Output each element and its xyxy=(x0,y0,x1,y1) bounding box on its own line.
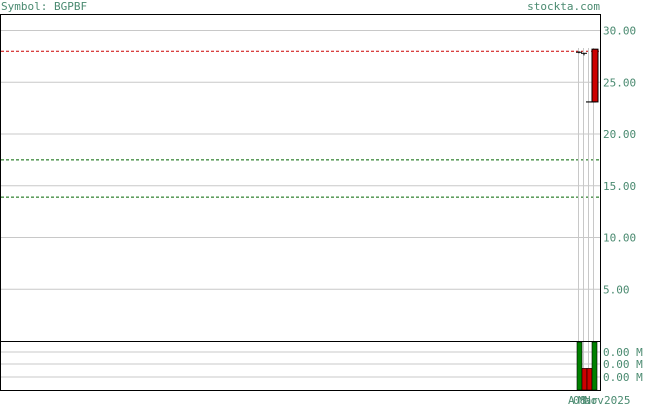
x-tick-label: 08 xyxy=(573,394,586,406)
price-panel-frame xyxy=(0,14,601,342)
price-tick-label: 30.00 xyxy=(603,25,636,38)
volume-bar xyxy=(581,368,588,391)
volume-panel-frame xyxy=(0,341,601,391)
x-tick-label: Mar xyxy=(578,394,598,406)
volume-tick-label: 0.00 M xyxy=(603,346,643,359)
volume-bar xyxy=(576,341,583,391)
volume-grid xyxy=(1,351,600,378)
candle-body xyxy=(591,48,599,103)
price-candle xyxy=(581,52,587,56)
price-tick-label: 5.00 xyxy=(603,283,630,296)
x-tick-label: A xyxy=(568,394,575,406)
volume-bars xyxy=(576,341,598,391)
price-vertical-grid xyxy=(578,48,594,341)
volume-tick-label: 0.00 M xyxy=(603,371,643,384)
volume-bar xyxy=(586,368,593,391)
price-candle xyxy=(591,48,599,103)
price-candle xyxy=(576,51,582,54)
volume-axis-ticks: 0.00 M0.00 M0.00 M xyxy=(603,346,643,384)
price-axis-ticks: 5.00 10.00 15.00 20.00 25.00 30.00 xyxy=(603,25,636,297)
x-tick-label: 2025 xyxy=(604,394,631,406)
price-tick-label: 20.00 xyxy=(603,128,636,141)
price-tick-label: 25.00 xyxy=(603,76,636,89)
site-label: stockta.com xyxy=(527,0,600,13)
price-tick-label: 15.00 xyxy=(603,180,636,193)
price-grid xyxy=(1,30,600,290)
price-candles xyxy=(576,48,599,103)
price-tick-label: 10.00 xyxy=(603,232,636,245)
symbol-label: Symbol: BGPBF xyxy=(1,0,88,13)
panel-frames xyxy=(0,14,601,391)
volume-bar xyxy=(591,341,598,391)
price-level-lines xyxy=(1,50,600,198)
x-tick-label: Nov xyxy=(584,394,604,406)
volume-tick-label: 0.00 M xyxy=(603,358,643,371)
